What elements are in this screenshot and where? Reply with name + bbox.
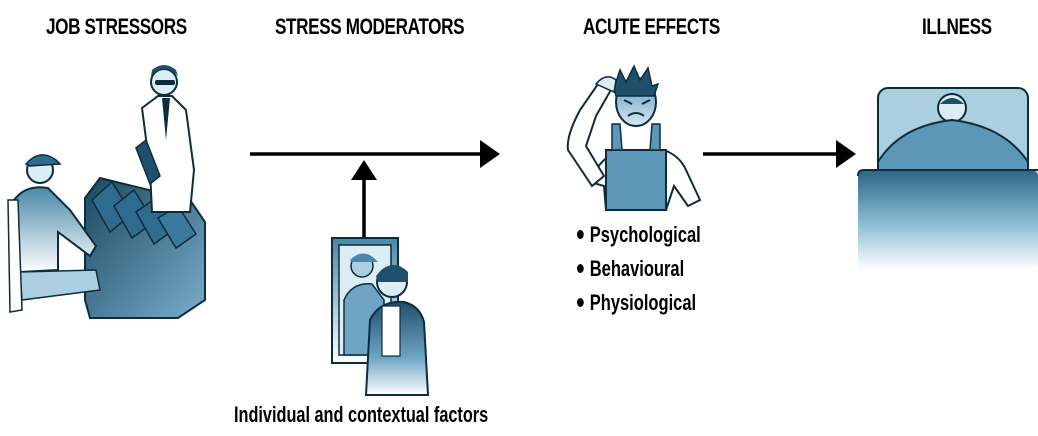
list-item-label: Behavioural bbox=[589, 256, 685, 281]
acute-effects-list: Psychological Behavioural Physiological bbox=[577, 218, 701, 320]
bullet-icon bbox=[577, 263, 584, 273]
list-item-label: Physiological bbox=[589, 290, 697, 315]
moderator-caption: Individual and contextual factors bbox=[234, 402, 489, 427]
list-item: Physiological bbox=[577, 286, 701, 320]
list-item: Psychological bbox=[577, 218, 701, 252]
heading-stress-moderators: STRESS MODERATORS bbox=[275, 14, 465, 39]
bullet-icon bbox=[577, 297, 584, 307]
heading-acute-effects: ACUTE EFFECTS bbox=[583, 14, 720, 39]
arrow-to-illness bbox=[703, 140, 856, 168]
list-item: Behavioural bbox=[577, 252, 701, 286]
heading-job-stressors: JOB STRESSORS bbox=[46, 14, 187, 39]
moderator-arrow bbox=[351, 160, 377, 237]
arrow-to-acute-effects bbox=[250, 140, 500, 168]
acute-effects-illustration bbox=[566, 64, 702, 211]
heading-illness: ILLNESS bbox=[922, 14, 992, 39]
bullet-icon bbox=[577, 229, 584, 239]
stress-moderators-illustration bbox=[331, 237, 430, 396]
illness-illustration bbox=[857, 87, 1038, 270]
list-item-label: Psychological bbox=[589, 222, 701, 247]
job-stressors-illustration bbox=[7, 65, 206, 319]
